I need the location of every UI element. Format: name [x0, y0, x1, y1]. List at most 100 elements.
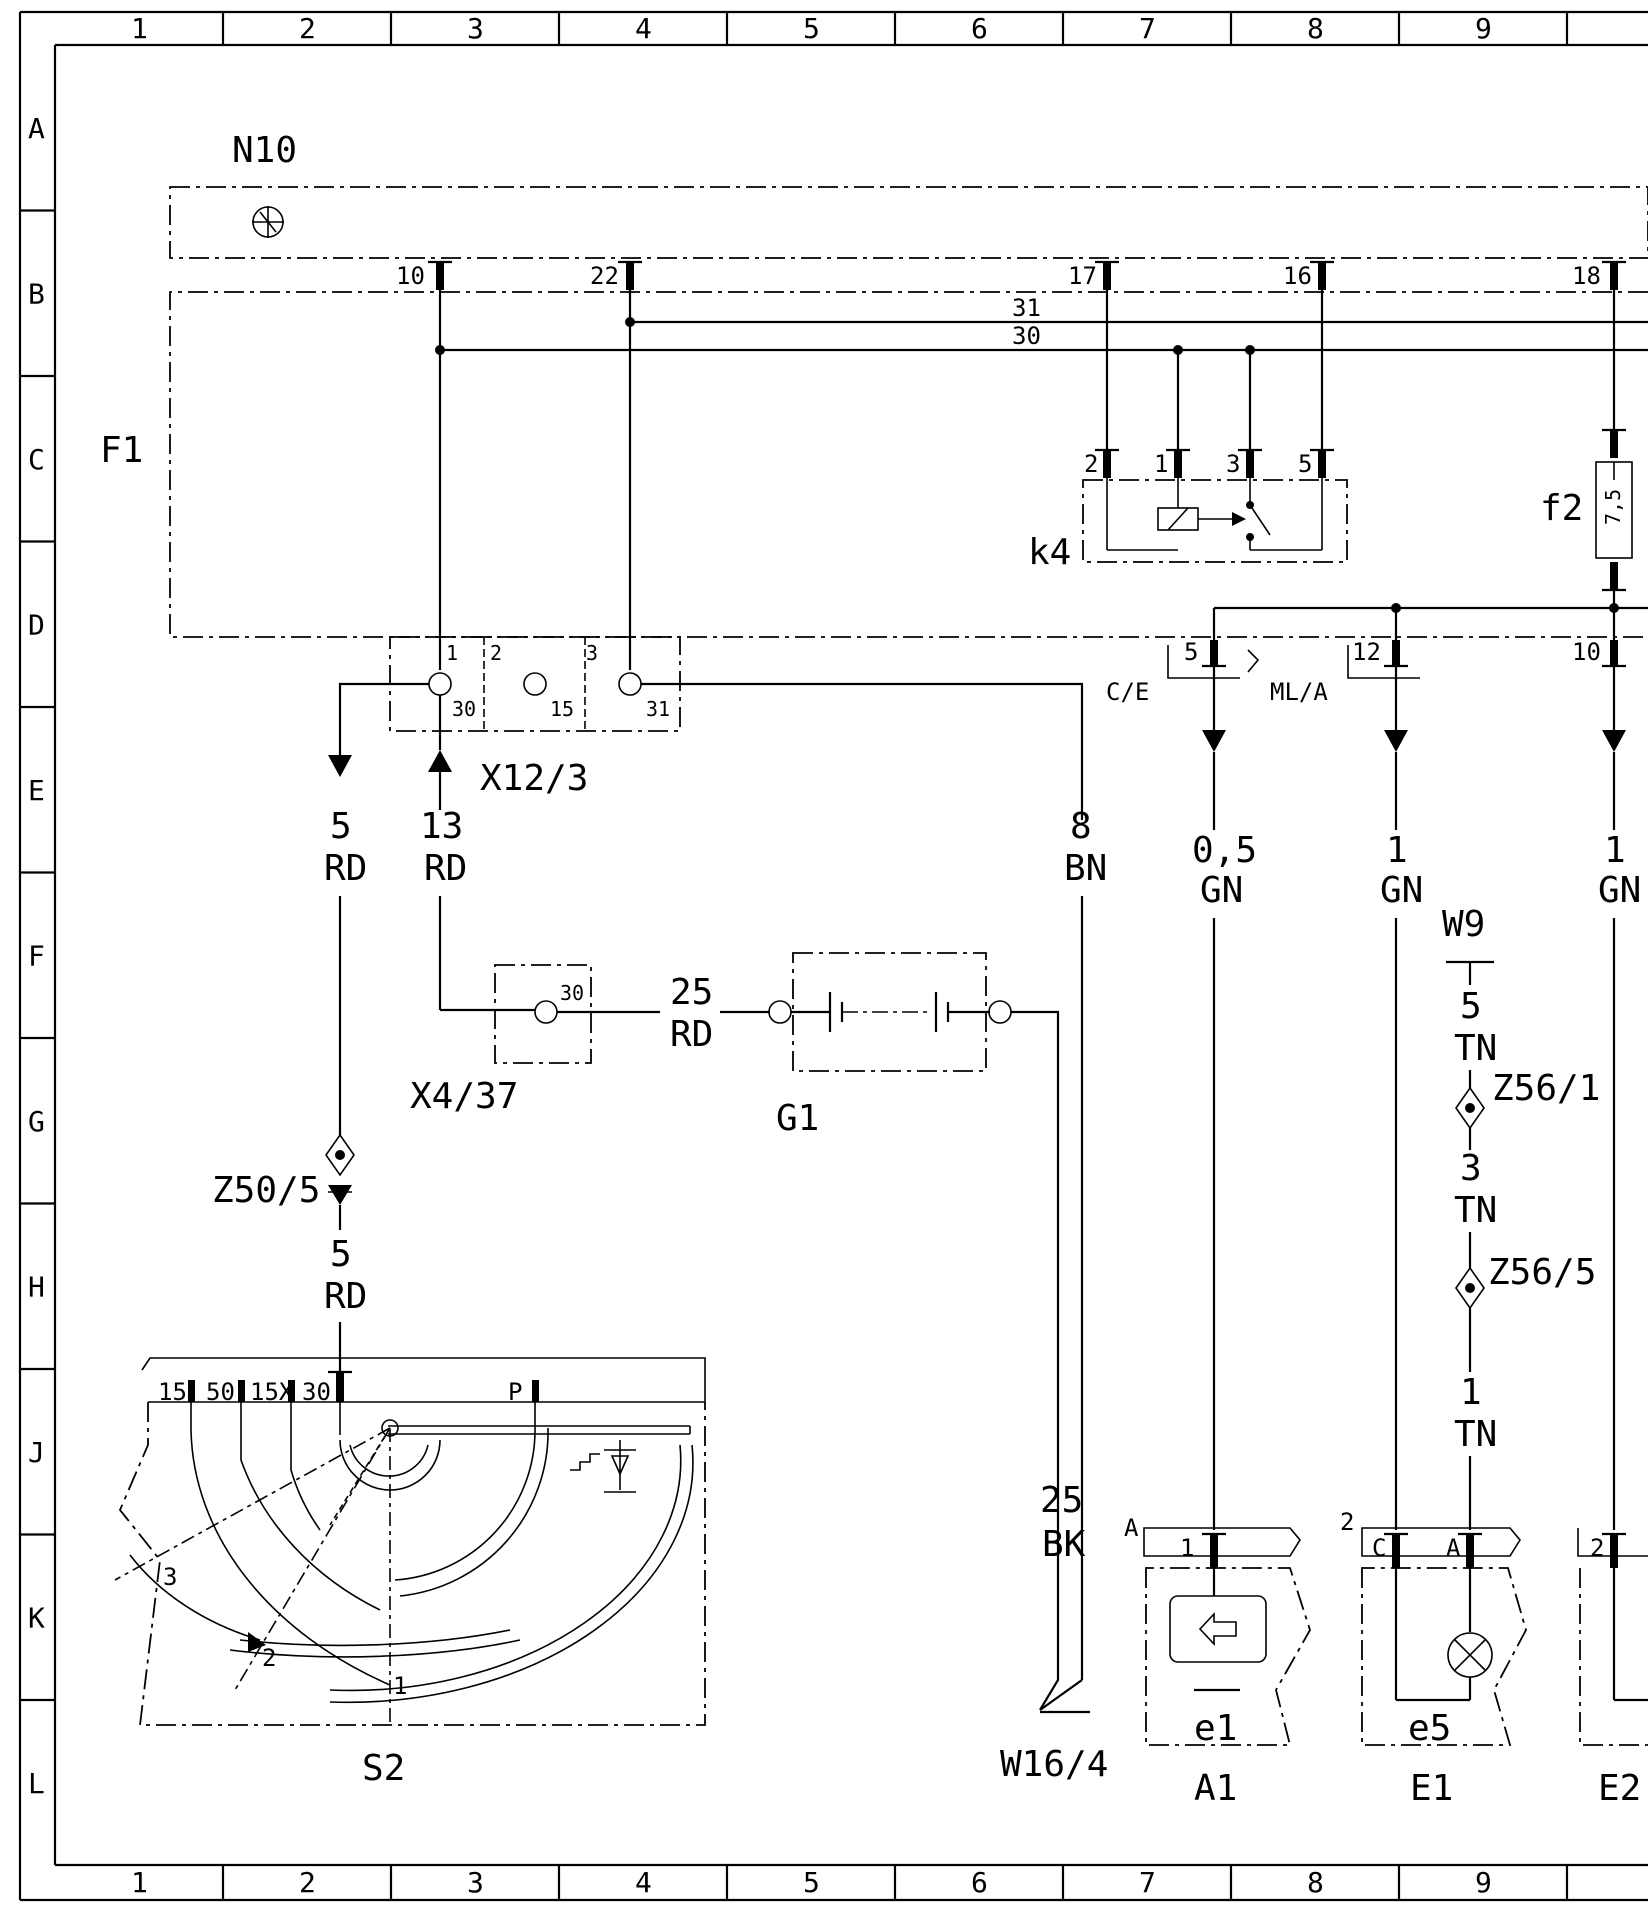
wire-3-tn: 3 — [1460, 1148, 1482, 1189]
grid-column-label: 6 — [971, 1866, 988, 1899]
grid-row-label: B — [28, 277, 45, 310]
grid-column-label: 4 — [635, 12, 652, 45]
w16-4-label: W16/4 — [1000, 1744, 1108, 1785]
grid-column-label: 5 — [803, 1866, 820, 1899]
grid-column-label: 7 — [1139, 1866, 1156, 1899]
grid-row-label: D — [28, 608, 45, 641]
grid-column-label: 8 — [1307, 1866, 1324, 1899]
x12-pin-2: 2 — [490, 641, 502, 665]
e1-label: E1 — [1410, 1768, 1453, 1809]
e2-label: E2 — [1598, 1768, 1641, 1809]
grid-column-label: 6 — [971, 12, 988, 45]
wire-gn-label-2: GN — [1380, 870, 1423, 911]
wire-tn-label-3: TN — [1454, 1414, 1497, 1455]
grid-column-label: 2 — [299, 12, 316, 45]
x12-3-connector: 1 2 3 30 15 31 X12/3 — [328, 636, 1084, 820]
grid-row-label: J — [28, 1436, 45, 1469]
s2-pin-30: 30 — [302, 1378, 331, 1406]
z56-1-label: Z56/1 — [1492, 1068, 1600, 1109]
k4-label: k4 — [1028, 532, 1071, 573]
s2-pin-50: 50 — [206, 1378, 235, 1406]
bus-31-label: 31 — [1012, 294, 1041, 322]
wire-5-tn: 5 — [1460, 986, 1482, 1027]
z50-5-label: Z50/5 — [212, 1170, 320, 1211]
wire-rd-label-4: RD — [324, 1276, 367, 1317]
wire-bk-label: BK — [1042, 1524, 1086, 1565]
z56-5-label: Z56/5 — [1488, 1252, 1596, 1293]
k4-pin-1: 1 — [1154, 450, 1168, 478]
x12-term-15: 15 — [550, 697, 574, 721]
wire-rd-label-2: RD — [424, 848, 467, 889]
grid-column-label: 1 — [131, 1866, 148, 1899]
grid-row-label: C — [28, 443, 45, 476]
x4-37-label: X4/37 — [410, 1076, 518, 1117]
s2-label: S2 — [362, 1748, 405, 1789]
w9-label: W9 — [1442, 904, 1485, 945]
wire-gn-label: GN — [1200, 870, 1243, 911]
main-wires — [338, 896, 1616, 1680]
wire-1-tn: 1 — [1460, 1372, 1482, 1413]
k4-relay: 2 1 3 5 k4 — [1028, 290, 1348, 573]
g1-battery: G1 — [768, 952, 1090, 1714]
n10-pin-22: 22 — [590, 262, 619, 290]
s2-pin-15x: 15X — [250, 1378, 294, 1406]
e5-sub-label: e5 — [1408, 1708, 1451, 1749]
wire-1-label: 1 — [1386, 830, 1408, 871]
k4-pin-2: 2 — [1084, 450, 1098, 478]
f1-fuse-box: F1 — [100, 291, 1648, 638]
mla-pin-12: 12 — [1352, 638, 1381, 666]
n10-pins: 10 22 17 16 18 — [396, 260, 1626, 290]
wire-bn-label: BN — [1064, 848, 1107, 889]
output-connectors: 5 12 10 C/E ML/A — [1106, 603, 1648, 830]
grid-row-label: E — [28, 774, 45, 807]
grid-column-label: 1 — [131, 12, 148, 45]
z50-5-splice: Z50/5 5 RD — [212, 1133, 367, 1372]
w9-ground-branch: W9 5 TN Z56/1 3 TN Z56/5 1 TN — [1442, 904, 1600, 1530]
k4-pin-3: 3 — [1226, 450, 1240, 478]
grid-column-label: 5 — [803, 12, 820, 45]
wire-1-label-2: 1 — [1604, 830, 1626, 871]
wire-tn-label: TN — [1454, 1028, 1497, 1069]
x4-term-30: 30 — [560, 981, 584, 1005]
f2-rating: 7,5 — [1601, 489, 1625, 525]
bus-30-label: 30 — [1012, 322, 1041, 350]
e1-conn-label: 2 — [1340, 1508, 1354, 1536]
x12-pin-3: 3 — [586, 641, 598, 665]
grid-column-label: 8 — [1307, 12, 1324, 45]
n10-label: N10 — [232, 130, 297, 171]
ce-pin-5: 5 — [1184, 638, 1198, 666]
wire-25-label-2: 25 — [1040, 1480, 1083, 1521]
grid-column-label: 3 — [467, 12, 484, 45]
wire-rd-label: RD — [324, 848, 367, 889]
n10-pin-10: 10 — [396, 262, 425, 290]
grid-row-label: F — [28, 939, 45, 972]
x12-3-label: X12/3 — [480, 758, 588, 799]
e1-pin-c: C — [1372, 1534, 1386, 1562]
mla-label: ML/A — [1270, 678, 1328, 706]
grid-row-label: G — [28, 1105, 45, 1138]
a1-instrument-cluster: A 1 e1 A1 — [1124, 1514, 1311, 1809]
n10-pin-18: 18 — [1572, 262, 1601, 290]
x12-term-30: 30 — [452, 697, 476, 721]
x4-37-connector: 30 X4/37 25 RD — [410, 964, 770, 1117]
s2-pos-1: 1 — [393, 1672, 407, 1700]
right-pin-10: 10 — [1572, 638, 1601, 666]
wire-5-label-2: 5 — [330, 1234, 352, 1275]
wire-25-label: 25 — [670, 972, 713, 1013]
s2-ignition-switch: 15 50 15X 30 P 1 — [114, 1357, 706, 1789]
a1-label: A1 — [1194, 1768, 1237, 1809]
grid-column-label: 3 — [467, 1866, 484, 1899]
f2-fuse: 7,5 f2 — [1540, 290, 1633, 608]
e1-lamp-unit: 2 C A e5 E1 — [1340, 1508, 1527, 1809]
grid-column-label: 9 — [1475, 12, 1492, 45]
grid-row-label: H — [28, 1270, 45, 1303]
s2-pos-3: 3 — [163, 1563, 177, 1591]
g1-label: G1 — [776, 1098, 819, 1139]
grid-column-label: 4 — [635, 1866, 652, 1899]
f1-label: F1 — [100, 430, 143, 471]
wire-05-label: 0,5 — [1192, 830, 1257, 871]
